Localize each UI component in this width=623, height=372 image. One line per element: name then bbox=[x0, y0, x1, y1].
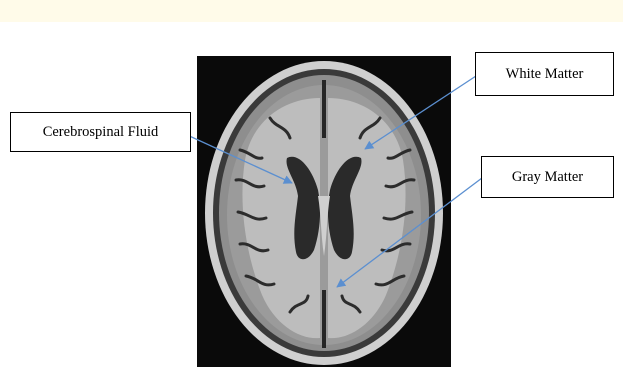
label-gray-matter: Gray Matter bbox=[481, 156, 614, 198]
mri-scan bbox=[197, 56, 451, 367]
label-cerebrospinal-fluid: Cerebrospinal Fluid bbox=[10, 112, 191, 152]
label-white-matter: White Matter bbox=[475, 52, 614, 96]
